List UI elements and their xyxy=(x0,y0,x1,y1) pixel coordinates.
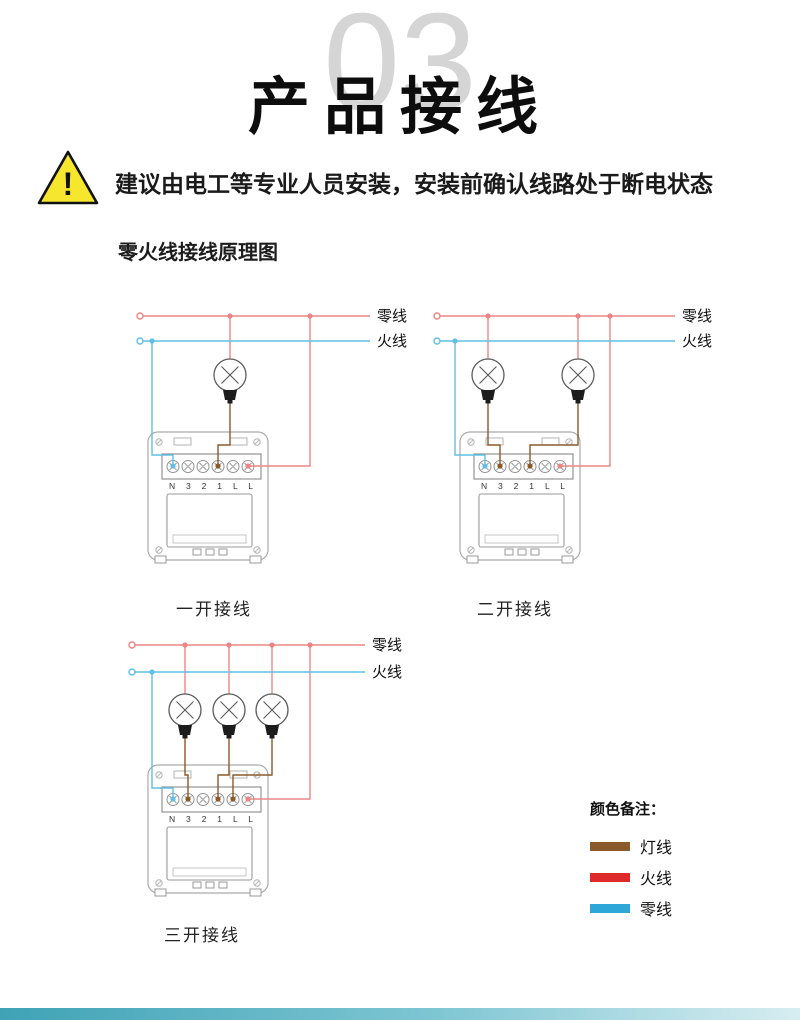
warning-banner: ! 建议由电工等专业人员安装，安装前确认线路处于断电状态 xyxy=(36,148,776,210)
light-bulb xyxy=(213,358,247,405)
lamp-junction-dots xyxy=(185,796,236,802)
live-wires xyxy=(136,337,370,466)
legend-item-lamp: 灯线 xyxy=(590,835,790,857)
neutral-junction-dots xyxy=(182,642,313,802)
neutral-junction-dots xyxy=(485,313,613,469)
diagram-one-gang: 零线 火线 一开接线 xyxy=(125,295,425,625)
lamp-wires xyxy=(217,401,231,466)
neutral-wires xyxy=(128,641,365,800)
live-junction-dots xyxy=(452,338,488,469)
legend-item-live: 火线 xyxy=(590,866,790,888)
page-title: 产品接线 xyxy=(247,73,552,142)
diagram-two-gang: 零线 火线 二开接线 xyxy=(430,295,740,625)
exclamation-mark: ! xyxy=(63,166,74,202)
neutral-wire-label: 零线 xyxy=(377,308,407,325)
neutral-wire-label: 零线 xyxy=(640,902,673,919)
lamp-wires xyxy=(184,736,273,799)
light-bulb xyxy=(561,358,595,405)
legend-title: 颜色备注： xyxy=(590,801,666,818)
live-wires xyxy=(128,668,365,799)
lamp-wire-swatch xyxy=(590,841,630,851)
light-bulb xyxy=(168,693,202,740)
lamp-junction-dots xyxy=(497,463,533,469)
live-wire-label: 火线 xyxy=(640,871,673,888)
light-bulb xyxy=(255,693,289,740)
diagram-caption: 一开接线 xyxy=(176,600,252,619)
light-bulb xyxy=(212,693,246,740)
lamp-wire-label: 灯线 xyxy=(640,840,673,857)
warning-triangle-icon: ! xyxy=(37,150,99,205)
schematic-subtitle: 零火线接线原理图 xyxy=(118,242,278,264)
lamp-junction-dots xyxy=(215,463,221,469)
neutral-junction-dots xyxy=(227,313,313,469)
footer-accent-bar xyxy=(0,1008,800,1020)
live-wire-swatch xyxy=(590,872,630,882)
live-wire-label: 火线 xyxy=(377,333,407,350)
neutral-wire-swatch xyxy=(590,903,630,913)
diagram-caption: 二开接线 xyxy=(477,600,553,619)
live-junction-dots xyxy=(149,669,176,802)
light-bulb xyxy=(471,358,505,405)
diagram-caption: 三开接线 xyxy=(164,926,240,945)
switch-panel xyxy=(147,431,269,564)
live-junction-dots xyxy=(149,338,176,469)
switch-panel xyxy=(459,431,581,564)
live-wire-label: 火线 xyxy=(682,333,712,350)
section-number: 03 xyxy=(323,0,477,139)
live-wires xyxy=(433,337,675,466)
switch-panel xyxy=(147,764,269,897)
color-legend: 颜色备注： 灯线 火线 零线 xyxy=(590,798,790,928)
neutral-wires xyxy=(136,312,370,467)
live-wire-label: 火线 xyxy=(372,664,402,681)
lamp-wires xyxy=(487,401,579,466)
warning-text: 建议由电工等专业人员安装，安装前确认线路处于断电状态 xyxy=(115,171,713,197)
neutral-wires xyxy=(433,312,675,467)
neutral-wire-label: 零线 xyxy=(682,308,712,325)
legend-item-neutral: 零线 xyxy=(590,897,790,919)
diagram-three-gang: 零线 火线 三开接线 xyxy=(120,625,430,955)
neutral-wire-label: 零线 xyxy=(372,637,402,654)
